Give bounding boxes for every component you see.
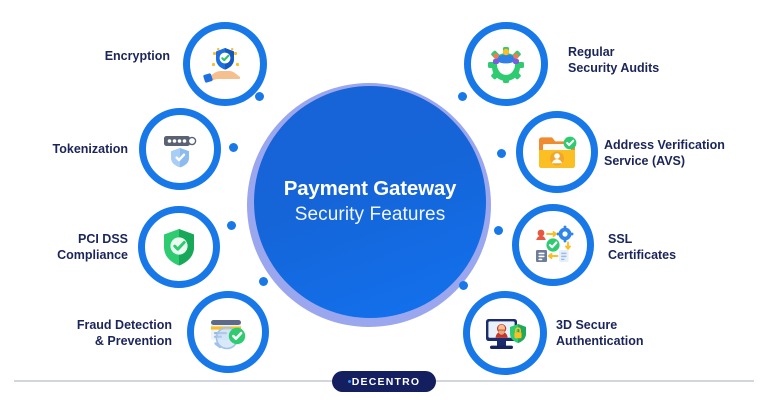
page-subtitle: Security Features [294,204,446,226]
feature-label-fraud-detection: Fraud Detection & Prevention [76,318,172,348]
footer-rule-right [430,380,754,382]
connector-dot-ssl [494,226,503,235]
feature-node-ssl-certificates[interactable] [512,204,594,286]
brand-logo[interactable]: DECENTRO [332,371,436,392]
connector-dot-3d-secure [459,281,468,290]
feature-label-pci-dss-compliance: PCI DSS Compliance [57,232,128,262]
connector-dot-tokenization [229,143,238,152]
feature-node-fraud-detection[interactable] [187,291,269,373]
feature-label-address-verification-service: Address Verification Service (AVS) [604,138,725,168]
card-magnifier-check-icon [211,320,246,350]
feature-label-tokenization: Tokenization [52,142,128,156]
green-shield-check-icon [164,229,194,266]
feature-node-pci-dss-compliance[interactable] [138,206,220,288]
hand-holding-shield-icon [203,48,241,83]
brand-accent-dot [347,380,351,383]
center-hub: Payment Gateway Security Features [254,86,486,318]
footer [0,380,768,382]
folder-person-check-icon [539,136,577,168]
feature-node-address-verification-service[interactable] [516,111,598,193]
feature-label-regular-security-audits: Regular Security Audits [568,45,660,75]
feature-label-3d-secure-authentication: 3D Secure Authentication [556,318,644,348]
feature-node-regular-security-audits[interactable] [464,22,548,106]
connector-dot-fraud-detection [259,277,268,286]
page-title: Payment Gateway [283,176,457,200]
connector-dot-pci-dss [227,221,236,230]
password-field-shield-icon [164,136,197,168]
connector-dot-encryption [255,92,264,101]
feature-label-ssl-certificates: SSL Certificates [608,232,677,262]
feature-node-tokenization[interactable] [139,108,221,190]
brand-logo-text: DECENTRO [351,375,421,388]
feature-node-3d-secure-authentication[interactable] [463,291,547,375]
connector-dot-security-audits [458,92,467,101]
monitor-hacker-lock-icon [486,319,526,349]
feature-node-encryption[interactable] [183,22,267,106]
gear-team-audit-icon [488,47,524,83]
footer-rule-left [14,380,338,382]
feature-label-encryption: Encryption [104,49,170,63]
process-flow-check-icon [536,225,574,262]
connector-dot-avs [497,149,506,158]
